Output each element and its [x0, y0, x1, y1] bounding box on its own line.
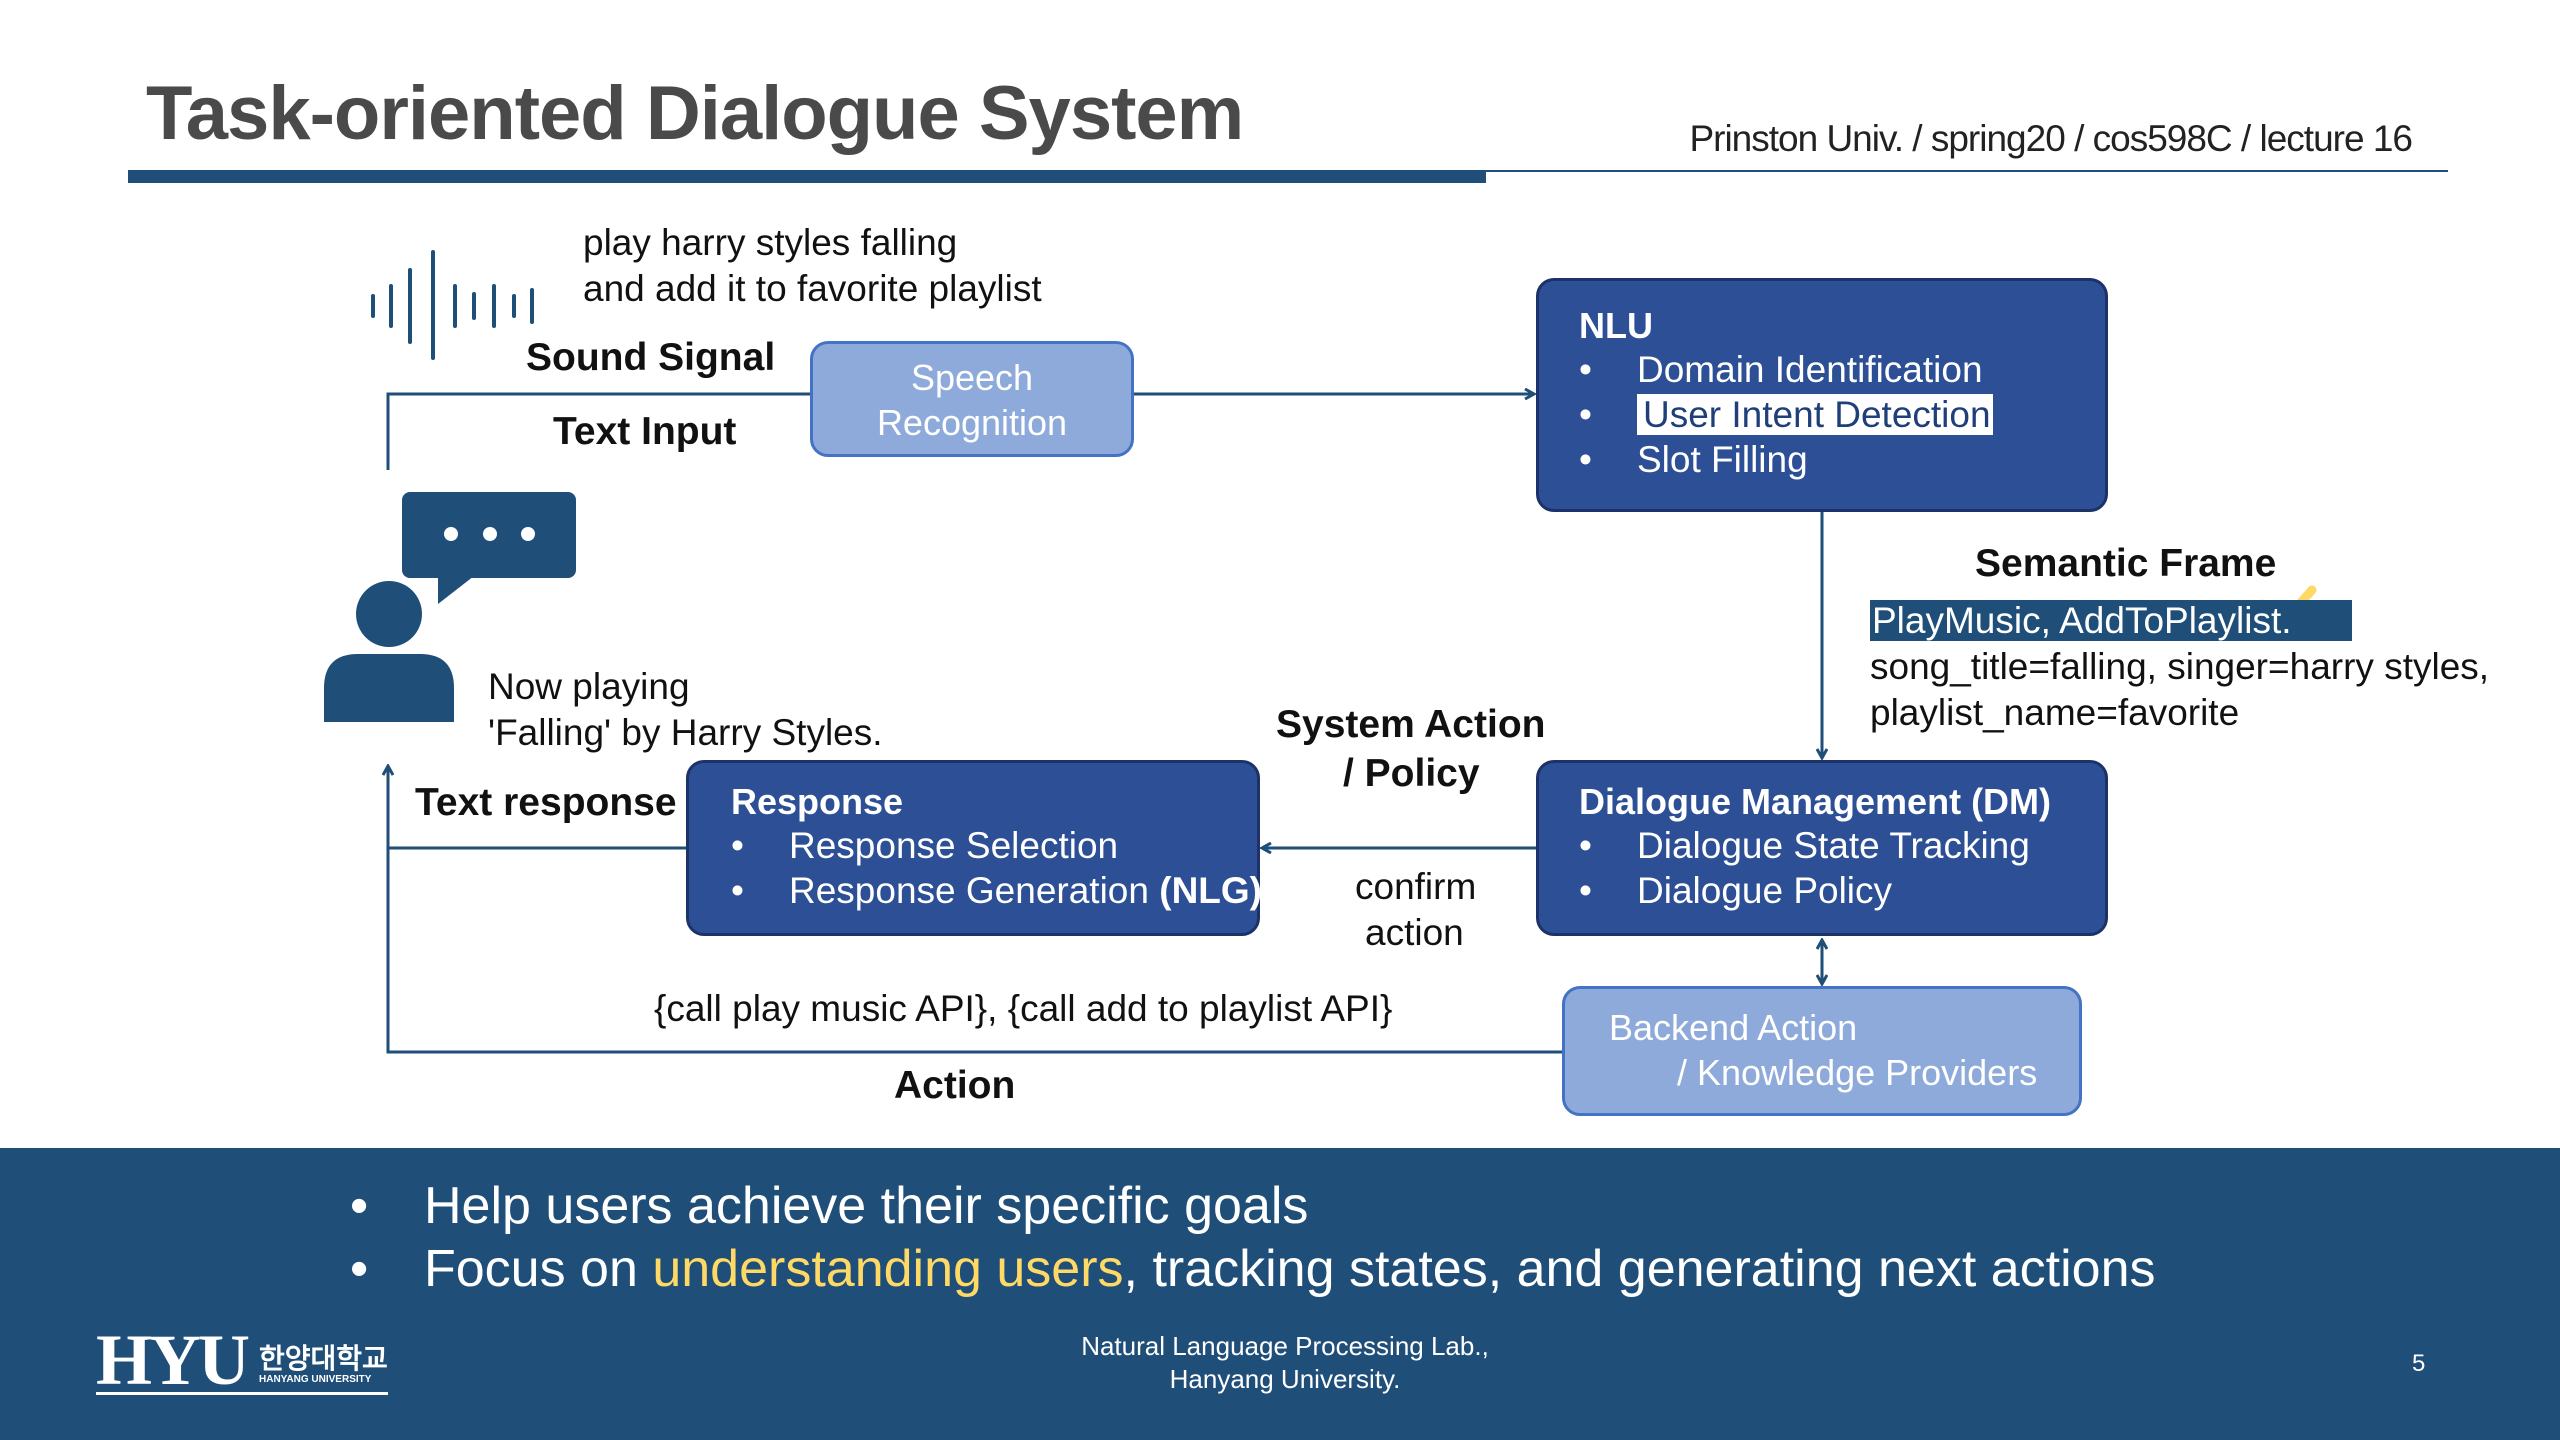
nlg-label: (NLG)	[1159, 870, 1262, 911]
nlu-item: User Intent Detection	[1579, 392, 2105, 437]
dm-item: Dialogue Policy	[1579, 868, 2105, 913]
slots-line: song_title=falling, singer=harry styles,	[1870, 646, 2490, 687]
slots-line: playlist_name=favorite	[1870, 692, 2240, 733]
nlu-item: Slot Filling	[1579, 437, 2105, 482]
bullet-dot: •	[350, 1240, 369, 1298]
nlu-list: Domain Identification User Intent Detect…	[1579, 347, 2105, 482]
course-reference: Prinston Univ. / spring20 / cos598C / le…	[1689, 118, 2413, 159]
semantic-frame-content: PlayMusic, AddToPlaylist. song_title=fal…	[1870, 598, 2489, 736]
backend-box: Backend Action / Knowledge Providers	[1562, 986, 2082, 1116]
footer-bullet: Focus on understanding users, tracking s…	[424, 1239, 2156, 1299]
diagram-connectors	[324, 250, 2317, 1054]
speech-recognition-box: Speech Recognition	[810, 341, 1134, 457]
system-action-label: System Action	[1276, 703, 1546, 746]
logo-english: HANYANG UNIVERSITY	[259, 1374, 372, 1385]
response-title: Response	[731, 781, 904, 822]
user-avatar-icon	[324, 581, 454, 722]
logo-text: HYU	[96, 1320, 250, 1400]
response-item-text: Response Generation	[789, 870, 1160, 911]
header-rule	[1486, 170, 2448, 172]
nlu-box: NLU Domain Identification User Intent De…	[1536, 278, 2108, 512]
sound-wave-icon	[371, 250, 534, 360]
box-label: Speech	[910, 357, 1034, 398]
nlu-title: NLU	[1579, 305, 1653, 346]
system-utterance: Now playing 'Falling' by Harry Styles.	[488, 664, 883, 756]
dm-list: Dialogue State Tracking Dialogue Policy	[1579, 823, 2105, 913]
dm-item: Dialogue State Tracking	[1579, 823, 2105, 868]
connector-backend-to-user	[386, 848, 1562, 1054]
semantic-frame-label: Semantic Frame	[1975, 542, 2277, 585]
user-utterance-line: play harry styles falling	[583, 222, 958, 263]
slide-title: Task-oriented Dialogue System	[146, 71, 1244, 156]
system-utterance-line: 'Falling' by Harry Styles.	[488, 712, 883, 753]
footer-band: • Help users achieve their specific goal…	[0, 1148, 2560, 1440]
confirm-action-label: action	[1365, 912, 1464, 953]
footer-highlight: understanding users	[652, 1240, 1124, 1298]
title-underline	[128, 170, 1486, 183]
confirm-label: confirm	[1355, 866, 1477, 907]
response-box: Response Response Selection Response Gen…	[686, 760, 1262, 936]
chat-bubble-icon	[402, 492, 576, 604]
nlu-item: Domain Identification	[1579, 347, 2105, 392]
box-label: / Knowledge Providers	[1677, 1052, 2038, 1093]
api-calls-label: {call play music API}, {call add to play…	[654, 988, 1393, 1029]
box-label: Recognition	[876, 402, 1068, 443]
intent-highlight: PlayMusic, AddToPlaylist.	[1870, 600, 2352, 641]
user-utterance: play harry styles falling and add it to …	[583, 220, 1042, 312]
page-number: 5	[2412, 1350, 2426, 1377]
box-label: Backend Action	[1609, 1007, 1858, 1048]
hyu-logo: HYU 한양대학교 HANYANG UNIVERSITY	[96, 1320, 388, 1400]
footer-bullet: Help users achieve their specific goals	[424, 1177, 1309, 1235]
response-item: Response Generation (NLG)	[731, 868, 1262, 913]
response-item: Response Selection	[731, 823, 1257, 868]
intent-detection-highlight: User Intent Detection	[1637, 394, 1993, 435]
response-list: Response Selection Response Generation (…	[731, 823, 1262, 913]
footer-text: , tracking states, and generating next a…	[1123, 1240, 2156, 1298]
lab-line: Hanyang University.	[1169, 1364, 1401, 1394]
lab-credit: Natural Language Processing Lab., Hanyan…	[1040, 1330, 1530, 1396]
connector-user-to-asr	[386, 392, 810, 470]
dialogue-management-box: Dialogue Management (DM) Dialogue State …	[1536, 760, 2108, 936]
system-utterance-line: Now playing	[488, 666, 690, 707]
footer-text: Focus on	[424, 1240, 653, 1298]
action-label: Action	[894, 1064, 1016, 1107]
lab-line: Natural Language Processing Lab.,	[1081, 1331, 1489, 1361]
dm-title: Dialogue Management (DM)	[1579, 781, 2052, 822]
user-utterance-line: and add it to favorite playlist	[583, 268, 1042, 309]
policy-label: / Policy	[1343, 752, 1480, 795]
text-response-label: Text response	[415, 781, 677, 824]
logo-korean: 한양대학교	[259, 1343, 388, 1374]
bullet-dot: •	[350, 1177, 369, 1235]
text-input-label: Text Input	[553, 410, 737, 453]
sound-signal-label: Sound Signal	[526, 336, 776, 379]
